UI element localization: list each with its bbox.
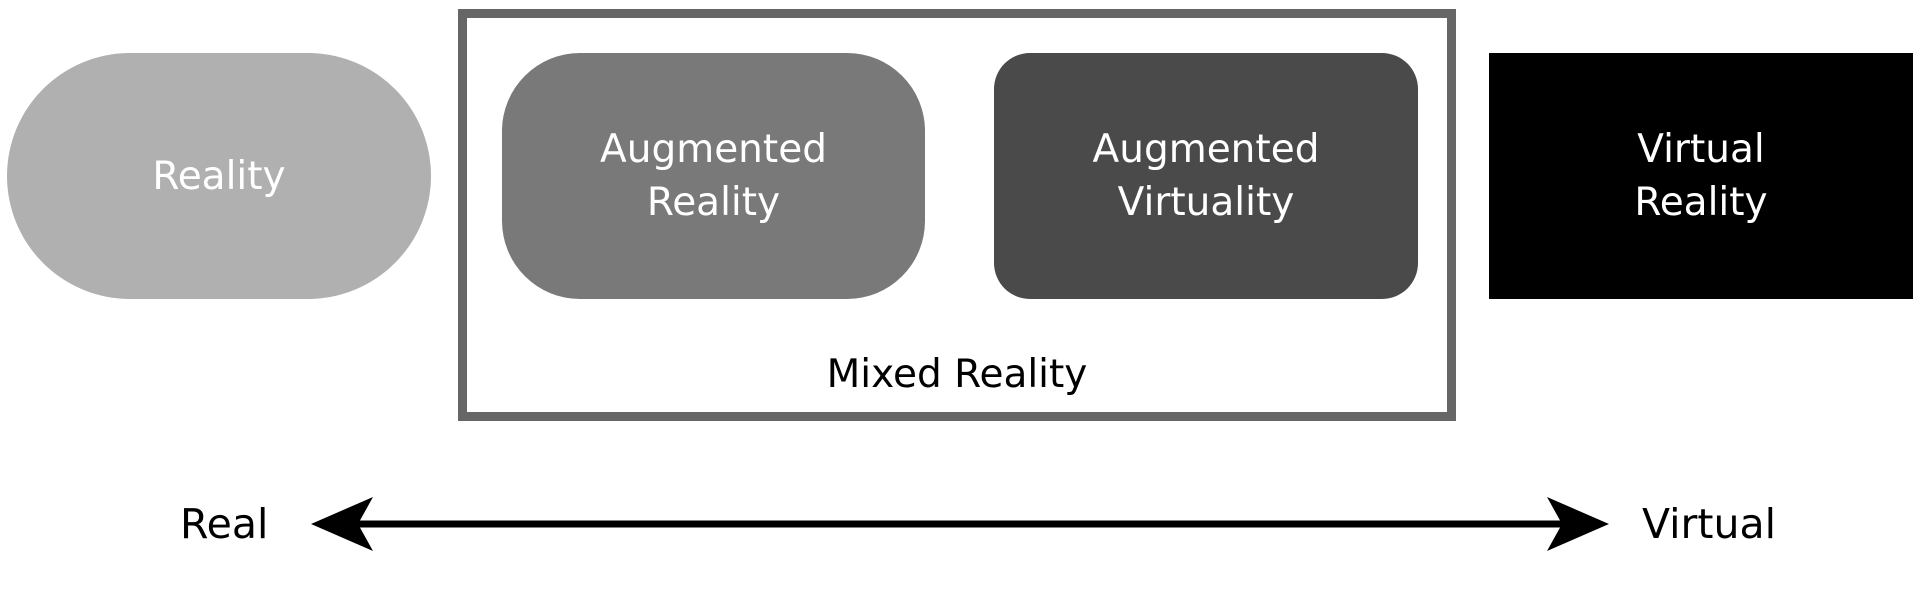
reality-label: Reality [152, 153, 286, 199]
right-arrowhead [1547, 497, 1609, 551]
augmented-reality-node: Augmented Reality [502, 53, 925, 299]
axis-virtual-label: Virtual [1642, 500, 1776, 548]
mixed-reality-frame [458, 9, 1456, 421]
virtual-reality-node: Virtual Reality [1489, 53, 1913, 299]
mixed-reality-label: Mixed Reality [826, 352, 1088, 397]
virtual-reality-label: Virtual Reality [1634, 127, 1768, 225]
axis-real-label: Real [180, 500, 269, 548]
augmented-reality-label: Augmented Reality [600, 127, 827, 225]
reality-node: Reality [7, 53, 431, 299]
augmented-virtuality-node: Augmented Virtuality [994, 53, 1418, 299]
left-arrowhead [311, 497, 373, 551]
augmented-virtuality-label: Augmented Virtuality [1092, 127, 1320, 225]
